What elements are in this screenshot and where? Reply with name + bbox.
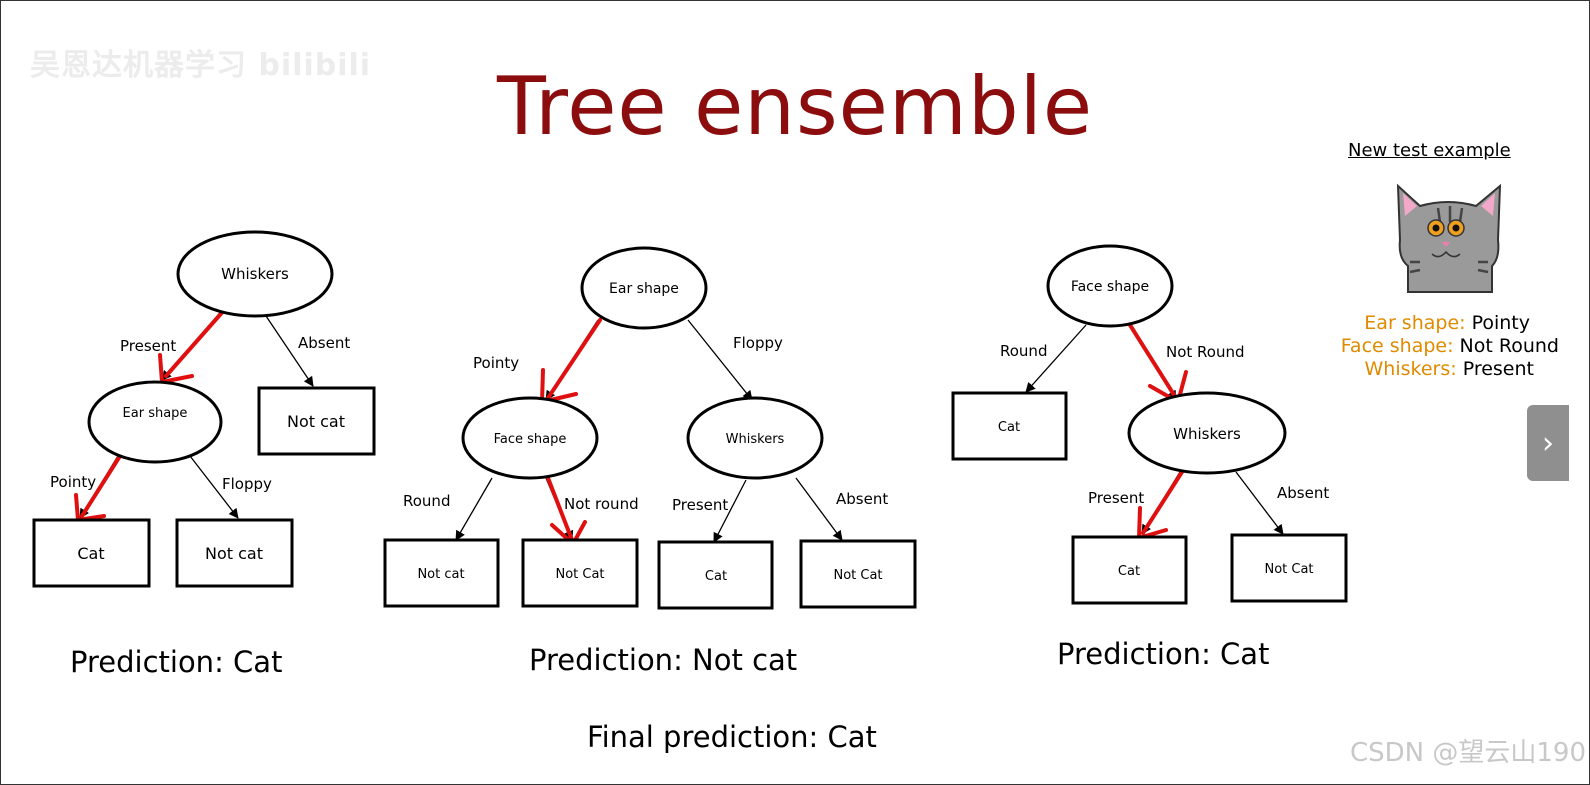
- highlight-t3-whiskers-present: [1137, 470, 1184, 540]
- edge-label-t2-absent: Absent: [836, 490, 888, 508]
- leaf-t3-cat-label: Cat: [1118, 564, 1140, 579]
- edge-t2-whiskers-present: [713, 479, 747, 543]
- edge-label-t3-round: Round: [1000, 342, 1047, 360]
- slide-title: Tree ensemble: [496, 60, 1094, 153]
- feature-ear-shape: Ear shape: Pointy: [1364, 312, 1530, 334]
- leaf-t3-cat: [1071, 535, 1188, 605]
- csdn-watermark: CSDN @望云山190: [1349, 738, 1586, 768]
- edge-label-t1-pointy: Pointy: [50, 473, 96, 491]
- cat-illustration: [1396, 183, 1502, 293]
- edge-t1-root-absent: [265, 315, 314, 387]
- leaf-t1-not-cat-right-label: Not cat: [287, 412, 345, 431]
- edge-t3-root-round: [1025, 324, 1087, 393]
- course-watermark: 吴恩达机器学习 bilibili: [30, 48, 372, 83]
- edge-t2-face-round: [455, 477, 493, 541]
- leaf-t3-cat-left-label: Cat: [998, 420, 1020, 435]
- cat-ear-left-inner: [1403, 193, 1417, 216]
- node-t3-whiskers: [1127, 391, 1287, 475]
- leaf-t2-cat: [657, 540, 774, 610]
- cat-pupil-right: [1452, 224, 1460, 232]
- feature-face-shape-key: Face shape:: [1340, 335, 1454, 357]
- tree-3: Face shape Cat Whiskers Cat Not Cat Roun…: [951, 244, 1348, 605]
- tree-1: Whiskers Ear shape Not cat Cat Not cat P…: [32, 230, 376, 588]
- leaf-t3-not-cat: [1230, 533, 1348, 603]
- node-t2-whiskers-label: Whiskers: [726, 432, 785, 447]
- node-t3-face-shape: [1046, 244, 1174, 328]
- node-t2-face-shape-label: Face shape: [494, 432, 567, 447]
- edge-label-t2-not-round: Not round: [564, 495, 639, 513]
- chevron-right-icon: ›: [1542, 425, 1554, 461]
- leaf-t1-not-cat-label: Not cat: [205, 544, 263, 563]
- feature-face-shape-value: Not Round: [1459, 335, 1559, 357]
- leaf-t2-not-cat-2-label: Not Cat: [555, 567, 604, 582]
- cat-nose: [1442, 242, 1450, 247]
- node-t1-ear-shape-label: Ear shape: [123, 406, 188, 421]
- leaf-t3-not-cat-label: Not Cat: [1264, 562, 1313, 577]
- node-t1-whiskers: [176, 230, 334, 318]
- tree-1-prediction: Prediction: Cat: [70, 645, 283, 679]
- highlight-t2-root-pointy: [540, 318, 602, 404]
- cat-stripes: [1409, 206, 1489, 274]
- node-t1-ear-shape-label-text: Ear shape: [123, 406, 188, 421]
- leaf-t1-cat-label: Cat: [77, 544, 104, 563]
- edge-label-t1-present: Present: [120, 337, 176, 355]
- feature-whiskers-value: Present: [1462, 358, 1534, 380]
- leaf-t2-cat-label: Cat: [705, 569, 727, 584]
- leaf-t2-not-cat-3: [799, 539, 917, 609]
- cat-mouth: [1431, 250, 1461, 258]
- node-t2-ear-shape-label: Ear shape: [609, 281, 679, 297]
- edge-label-t3-absent: Absent: [1277, 484, 1329, 502]
- edge-t1-ear-floppy: [189, 455, 239, 519]
- tree-2: Ear shape Face shape Whiskers Not cat No…: [383, 246, 917, 610]
- node-t1-ear-shape: [87, 380, 223, 464]
- feature-whiskers: Whiskers: Present: [1365, 358, 1534, 380]
- cat-ear-right-inner: [1481, 193, 1495, 216]
- cat-pupil-left: [1432, 224, 1440, 232]
- edge-label-t1-absent: Absent: [298, 334, 350, 352]
- tree-3-prediction: Prediction: Cat: [1057, 637, 1270, 671]
- cat-head: [1396, 183, 1502, 293]
- edge-label-t2-floppy: Floppy: [733, 334, 783, 352]
- node-t3-whiskers-label: Whiskers: [1173, 425, 1241, 443]
- edge-label-t2-pointy: Pointy: [473, 354, 519, 372]
- leaf-t2-not-cat-1-label: Not cat: [417, 567, 464, 582]
- edge-label-t1-floppy: Floppy: [222, 475, 272, 493]
- node-t2-ear-shape: [580, 246, 708, 330]
- leaf-t2-not-cat-2: [521, 538, 639, 608]
- node-t3-face-shape-label: Face shape: [1071, 279, 1149, 295]
- leaf-t1-not-cat: [175, 518, 294, 588]
- feature-whiskers-key: Whiskers:: [1364, 358, 1457, 380]
- node-t2-whiskers: [686, 396, 824, 480]
- leaf-t1-not-cat-right: [257, 386, 376, 456]
- edge-t3-whiskers-absent: [1235, 471, 1284, 535]
- node-t1-whiskers-label: Whiskers: [221, 265, 289, 283]
- leaf-t3-cat-left: [951, 391, 1068, 461]
- tree-2-prediction: Prediction: Not cat: [529, 643, 798, 677]
- edge-label-t3-present: Present: [1088, 489, 1144, 507]
- feature-ear-shape-value: Pointy: [1471, 312, 1530, 334]
- leaf-t1-cat: [32, 518, 151, 588]
- leaf-t2-not-cat-1: [383, 538, 500, 608]
- feature-ear-shape-key: Ear shape:: [1364, 312, 1466, 334]
- test-example-title: New test example: [1348, 140, 1511, 161]
- final-prediction: Final prediction: Cat: [587, 720, 877, 754]
- leaf-t2-not-cat-3-label: Not Cat: [833, 568, 882, 583]
- edge-t2-root-floppy: [687, 319, 753, 401]
- edge-t2-whiskers-absent: [795, 477, 843, 541]
- highlight-t3-root-notround: [1128, 323, 1188, 404]
- edge-label-t2-present: Present: [672, 496, 728, 514]
- node-t2-face-shape: [461, 396, 599, 480]
- edge-label-t3-not-round: Not Round: [1166, 343, 1245, 361]
- edge-label-t2-round: Round: [403, 492, 450, 510]
- feature-face-shape: Face shape: Not Round: [1341, 335, 1559, 357]
- next-slide-button[interactable]: ›: [1527, 405, 1569, 481]
